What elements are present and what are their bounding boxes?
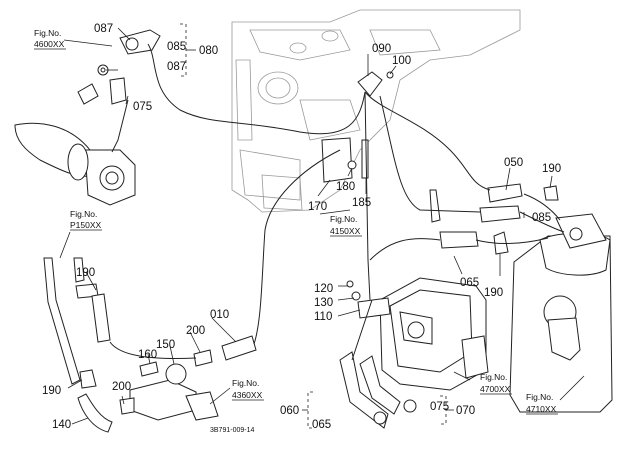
figref-4360-label: Fig.No. <box>232 378 259 388</box>
figref-p150-number: P150XX <box>70 220 102 230</box>
callout-170: 170 <box>308 201 327 213</box>
callout-085: 085 <box>532 212 551 224</box>
pipe-assembly-060 <box>339 351 417 429</box>
callout-075: 075 <box>133 101 152 113</box>
connector-010 <box>221 335 257 361</box>
figref-4710-label: Fig.No. <box>526 392 553 402</box>
callout-070: 070 <box>456 405 475 417</box>
figref-4150-label: Fig.No. <box>330 214 357 224</box>
callout-200: 200 <box>112 381 131 393</box>
clamp-110 <box>346 280 391 319</box>
figref-4150-number: 4150XX <box>330 226 361 236</box>
drawing-code: 3B791-009-14 <box>210 427 254 434</box>
figref-4700-label: Fig.No. <box>480 372 507 382</box>
hose-050 <box>429 183 559 255</box>
callout-180: 180 <box>336 181 355 193</box>
callout-087: 087 <box>94 23 113 35</box>
callout-labels: 087 085 087 080 075 090 100 050 190 085 … <box>42 23 561 431</box>
callout-050: 050 <box>504 157 523 169</box>
clamp-090 <box>357 71 394 97</box>
callout-190: 190 <box>484 287 503 299</box>
fitting-087-085 <box>77 29 161 105</box>
callout-150: 150 <box>156 339 175 351</box>
callout-190: 190 <box>42 385 61 397</box>
heater-valve <box>119 349 219 421</box>
callout-060: 060 <box>280 405 299 417</box>
figure-references: Fig.No. 4600XX Fig.No. 4150XX Fig.No. P1… <box>34 28 558 415</box>
callout-130: 130 <box>314 297 333 309</box>
callout-010: 010 <box>210 309 229 321</box>
heater-hose-140 <box>43 257 113 433</box>
callout-110: 110 <box>314 311 332 323</box>
callout-190: 190 <box>76 267 95 279</box>
callout-087: 087 <box>167 61 186 73</box>
figref-4700-number: 4700XX <box>480 384 511 394</box>
bracket-180 <box>321 137 369 183</box>
leader-lines <box>59 27 585 425</box>
figref-4710-number: 4710XX <box>526 404 557 414</box>
hose-routes <box>109 43 565 361</box>
def-tank <box>509 213 613 413</box>
callout-185: 185 <box>352 197 371 209</box>
callout-075: 075 <box>430 401 449 413</box>
callout-080: 080 <box>199 45 218 57</box>
def-pump <box>379 277 489 391</box>
callout-090: 090 <box>372 43 391 55</box>
callout-160: 160 <box>138 349 157 361</box>
callout-065: 065 <box>460 277 479 289</box>
callout-085: 085 <box>167 41 186 53</box>
engine-block <box>231 9 521 213</box>
callout-100: 100 <box>392 55 411 67</box>
callout-065: 065 <box>312 419 331 431</box>
exhaust-elbow <box>14 122 136 206</box>
figref-p150-label: Fig.No. <box>70 209 97 219</box>
figref-4360-number: 4360XX <box>232 390 263 400</box>
figref-4600-label: Fig.No. <box>34 28 61 38</box>
figref-4600-number: 4600XX <box>34 39 65 49</box>
callout-200: 200 <box>186 325 205 337</box>
callout-140: 140 <box>52 419 71 431</box>
callout-190: 190 <box>542 163 561 175</box>
callout-120: 120 <box>314 283 333 295</box>
